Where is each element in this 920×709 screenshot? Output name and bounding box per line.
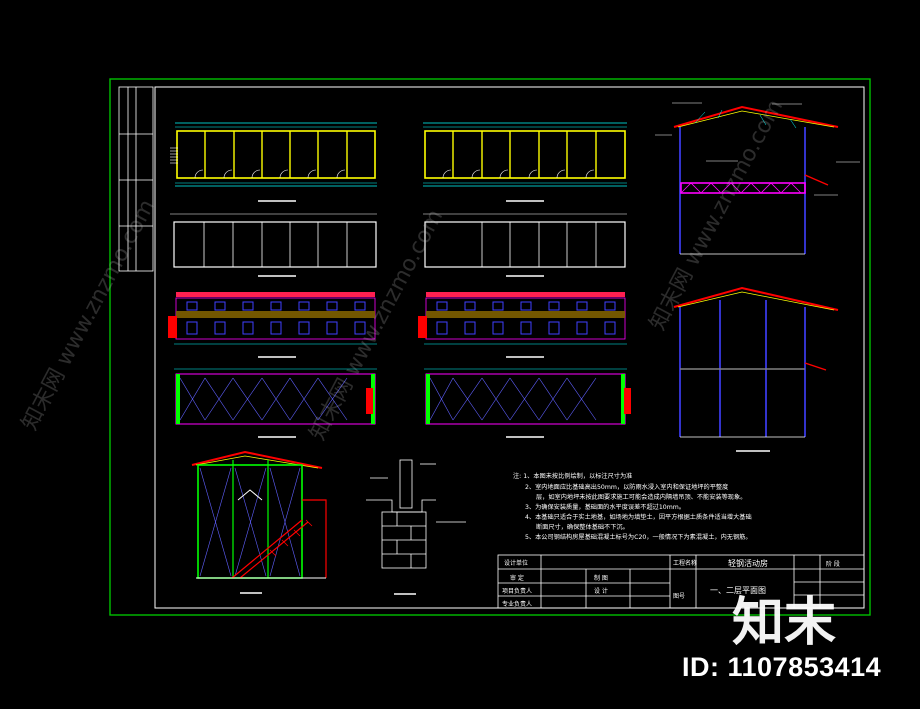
design-label: 设 计 <box>594 587 608 595</box>
stage-label: 阶 段 <box>826 560 840 568</box>
watermark-logo: 知末 <box>732 593 837 653</box>
roof-plan-right <box>423 213 627 277</box>
plan-floor-2 <box>423 122 627 202</box>
note-line-0: 注: 1、本图未按比例绘制，以标注尺寸为准 <box>513 472 632 480</box>
rear-elevation-right <box>424 368 631 438</box>
project-name: 轻钢活动房 <box>728 558 768 568</box>
design-unit-label: 设计单位 <box>504 559 528 567</box>
watermark-id: ID: 1107853414 <box>682 652 882 682</box>
draw-label: 制 图 <box>594 574 608 582</box>
rear-elevation-left <box>174 368 377 438</box>
note-line-6: 5、本公司钢结构房屋基础混凝土标号为C20，一般情况下为素混凝土，内无钢筋。 <box>525 533 752 541</box>
note-line-1: 2、室内地面应比基础高出50mm，以防雨水浸入室内和保证地坪的平整度 <box>525 483 728 491</box>
side-elevation <box>191 450 327 594</box>
plan-floor-1 <box>170 122 377 202</box>
binding-strip <box>118 86 154 272</box>
approve-label: 审 定 <box>510 574 524 582</box>
section-2 <box>673 286 839 452</box>
title-block: 设计单位 工程名称 轻钢活动房 审 定 项目负责人 专业负责人 制 图 设 计 … <box>497 554 865 609</box>
note-line-5: 断面尺寸，确保整体基础不下沉。 <box>536 523 629 531</box>
general-notes: 注: 1、本图未按比例绘制，以标注尺寸为准 2、室内地面应比基础高出50mm，以… <box>513 472 752 541</box>
note-line-2: 层，如室内地坪未按此图要求施工可能会造成内隔墙吊顶、不能安装等现象。 <box>536 493 746 501</box>
foundation-detail <box>366 459 466 595</box>
front-elevation-left <box>168 292 377 358</box>
drawing-name: 一、二层平面图 <box>710 586 766 595</box>
outer-frame <box>109 78 871 616</box>
specialty-lead-label: 专业负责人 <box>502 600 532 608</box>
project-label: 工程名称 <box>673 559 697 567</box>
section-1 <box>655 102 860 255</box>
front-elevation-right <box>418 292 627 358</box>
roof-plan-left <box>170 213 377 277</box>
note-line-3: 3、为确保安装质量，基础面的水平度误差不超过10mm。 <box>525 503 685 511</box>
note-line-4: 4、本基础只适合于实土地基，如场地为填垫土，因平方根据土质条件适当增大基础 <box>525 513 752 521</box>
number-label: 图号 <box>673 593 685 600</box>
project-lead-label: 项目负责人 <box>502 587 532 595</box>
